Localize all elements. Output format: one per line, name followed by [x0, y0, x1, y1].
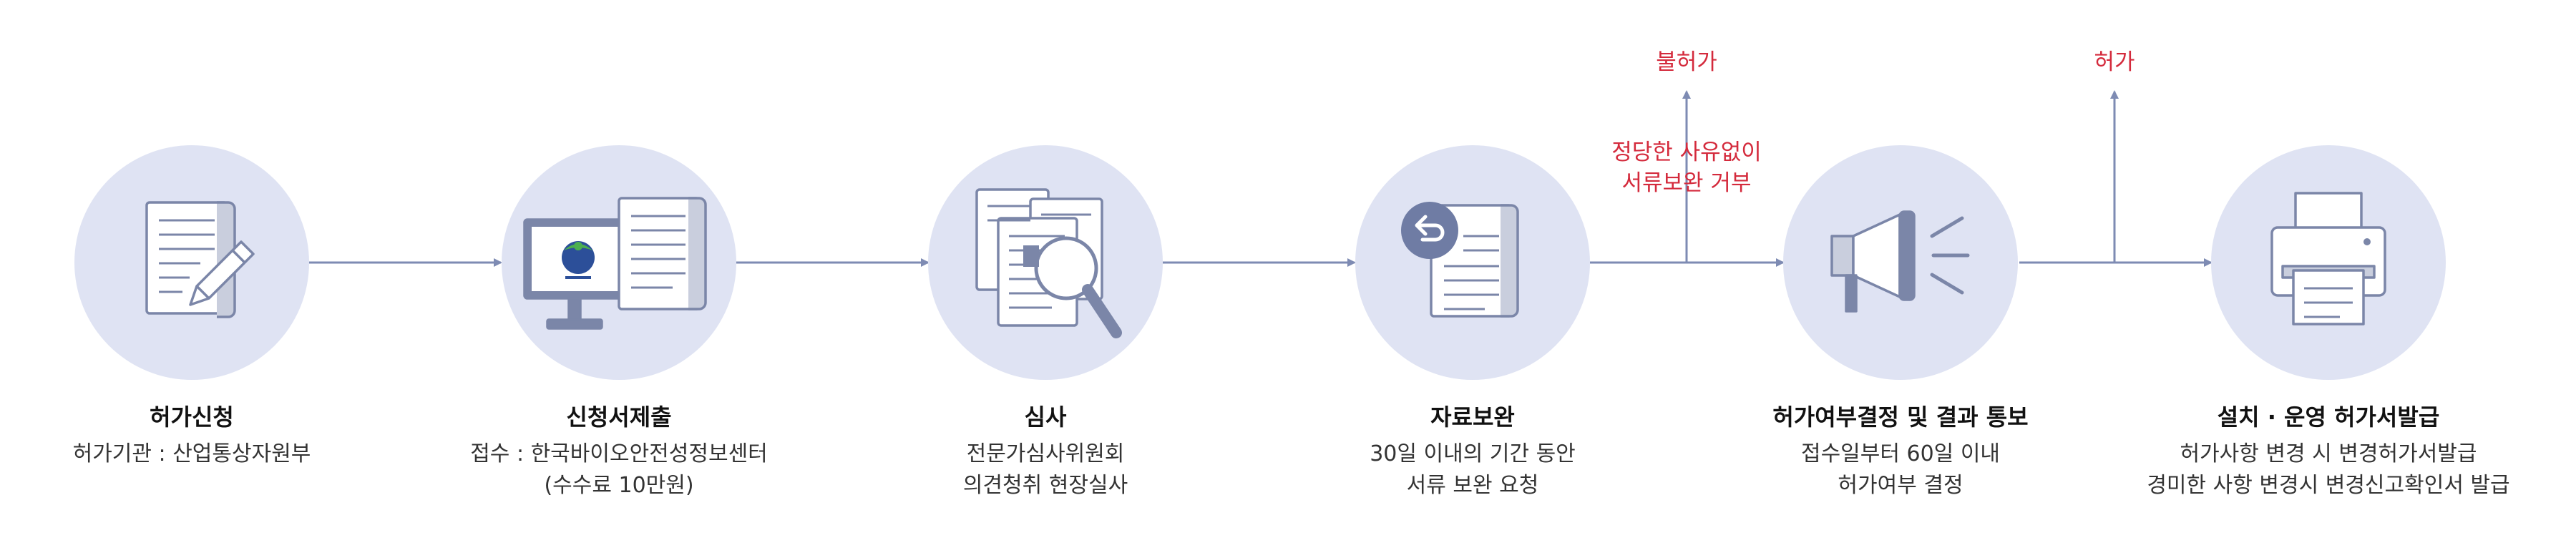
step-1-label: 허가신청 허가기관 : 산업통상자원부	[0, 403, 392, 470]
agency-logo-icon	[562, 241, 595, 279]
step-2-title: 신청서제출	[566, 403, 672, 431]
reject-condition-line-1: 정당한 사유없이	[1611, 140, 1762, 165]
connectors	[309, 90, 2212, 267]
reject-condition: 정당한 사유없이 서류보완 거부	[1558, 137, 1815, 199]
step-1-title: 허가신청	[150, 403, 234, 431]
step-5-label: 허가여부결정 및 결과 통보 접수일부터 60일 이내 허가여부 결정	[1700, 403, 2101, 501]
step-4-title: 자료보완	[1430, 403, 1515, 431]
step-3-label: 심사 전문가심사위원회 의견청취 현장실사	[845, 403, 1246, 501]
step-4-desc-2: 서류 보완 요청	[1406, 473, 1539, 498]
document-pen-icon	[145, 201, 255, 318]
printer-icon	[2270, 192, 2386, 326]
step-3-desc-1: 전문가심사위원회	[966, 441, 1125, 466]
step-2-desc-2: (수수료 10만원)	[544, 473, 694, 498]
step-2-desc-1: 접수 : 한국바이오안전성정보센터	[470, 441, 768, 466]
step-5-desc-1: 접수일부터 60일 이내	[1800, 441, 2001, 466]
monitor-document-icon	[523, 197, 707, 330]
step-1-desc-1: 허가기관 : 산업통상자원부	[72, 441, 311, 466]
step-6-desc-1: 허가사항 변경 시 변경허가서발급	[2180, 441, 2477, 466]
step-5-title: 허가여부결정 및 결과 통보	[1772, 403, 2029, 431]
step-4-label: 자료보완 30일 이내의 기간 동안 서류 보완 요청	[1272, 403, 1673, 501]
step-6-desc-2: 경미한 사항 변경시 변경신고확인서 발급	[2147, 473, 2510, 498]
step-2-label: 신청서제출 접수 : 한국바이오안전성정보센터 (수수료 10만원)	[419, 403, 819, 501]
step-3-desc-2: 의견청취 현장실사	[962, 473, 1128, 498]
step-6-title: 설치 · 운영 허가서발급	[2217, 403, 2440, 431]
reject-condition-line-2: 서류보완 거부	[1621, 170, 1752, 196]
step-4-desc-1: 30일 이내의 기간 동안	[1370, 441, 1576, 466]
reject-label: 불허가	[1656, 49, 1717, 75]
megaphone-icon	[1830, 210, 1970, 313]
documents-magnifier-icon	[975, 188, 1122, 338]
approve-label: 허가	[2094, 49, 2135, 75]
step-3-title: 심사	[1024, 403, 1067, 431]
step-5-desc-2: 허가여부 결정	[1838, 473, 1963, 498]
document-return-icon	[1401, 202, 1519, 318]
step-6-label: 설치 · 운영 허가서발급 허가사항 변경 시 변경허가서발급 경미한 사항 변…	[2128, 403, 2529, 501]
